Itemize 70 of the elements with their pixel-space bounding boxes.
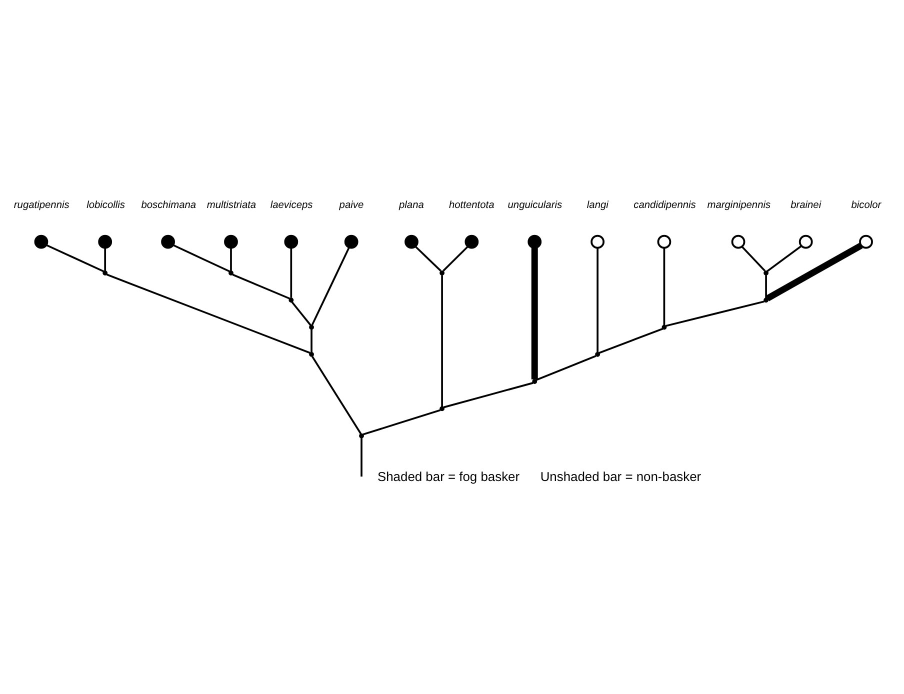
node-circle [161, 234, 175, 249]
connector [311, 247, 350, 326]
connector [104, 248, 106, 271]
node-circle [657, 234, 672, 249]
node-circle [98, 234, 112, 249]
node-circle [798, 234, 813, 249]
connector [766, 242, 863, 302]
node-point [764, 270, 768, 276]
node-label: rugatipennis [14, 200, 70, 211]
connector [360, 438, 362, 477]
node-point [102, 270, 108, 276]
node-circle [284, 234, 298, 249]
label: Unshaded bar = non-basker [540, 469, 702, 484]
connector [598, 328, 664, 354]
node-point [228, 270, 234, 276]
connector [290, 248, 292, 298]
node-label: unguicularis [508, 200, 562, 211]
label: Shaded bar = fog basker [377, 469, 520, 484]
connector [230, 248, 232, 271]
node-label: bicolor [851, 200, 882, 211]
node-circle [464, 234, 479, 249]
node-label: lobicollis [86, 200, 126, 211]
connector [46, 244, 104, 272]
connector [741, 246, 766, 272]
node-label: langi [586, 200, 608, 211]
connector [442, 246, 468, 272]
node-circle [859, 234, 873, 249]
connector [531, 248, 538, 380]
node-point [440, 406, 445, 412]
node-point [309, 352, 314, 357]
node-circle [344, 234, 358, 249]
node-label: boschimana [141, 200, 196, 211]
node-point [764, 298, 768, 303]
node-label: candidipennis [634, 200, 696, 211]
connector [765, 275, 767, 298]
connector [310, 329, 312, 352]
node-point [359, 433, 364, 438]
connector [536, 355, 596, 381]
connector [596, 248, 598, 352]
node-label: brainei [790, 200, 822, 211]
node-label: marginipennis [707, 200, 771, 211]
node-point [595, 352, 600, 357]
node-circle [404, 234, 418, 249]
node-label: laeviceps [270, 200, 313, 211]
node-circle [34, 234, 48, 249]
connector [441, 275, 443, 406]
node-point [440, 270, 445, 276]
node-circle [528, 234, 542, 249]
node-point [309, 324, 314, 330]
connector [362, 409, 441, 436]
connector [415, 246, 442, 272]
node-circle [731, 234, 746, 249]
node-label: hottentota [448, 200, 494, 211]
connector [106, 274, 310, 354]
connector [766, 245, 802, 272]
connector [232, 274, 290, 300]
node-circle [590, 234, 604, 249]
connector [312, 356, 362, 434]
connector [443, 382, 534, 408]
node-label: plana [399, 200, 424, 211]
connector [291, 302, 312, 326]
node-label: paive [339, 200, 364, 211]
node-point [662, 324, 667, 330]
connector [172, 244, 230, 272]
node-circle [224, 234, 238, 249]
node-label: multistriata [206, 200, 256, 211]
connector [663, 248, 666, 326]
connector [666, 300, 764, 327]
node-point [288, 298, 294, 303]
node-point [532, 379, 538, 384]
